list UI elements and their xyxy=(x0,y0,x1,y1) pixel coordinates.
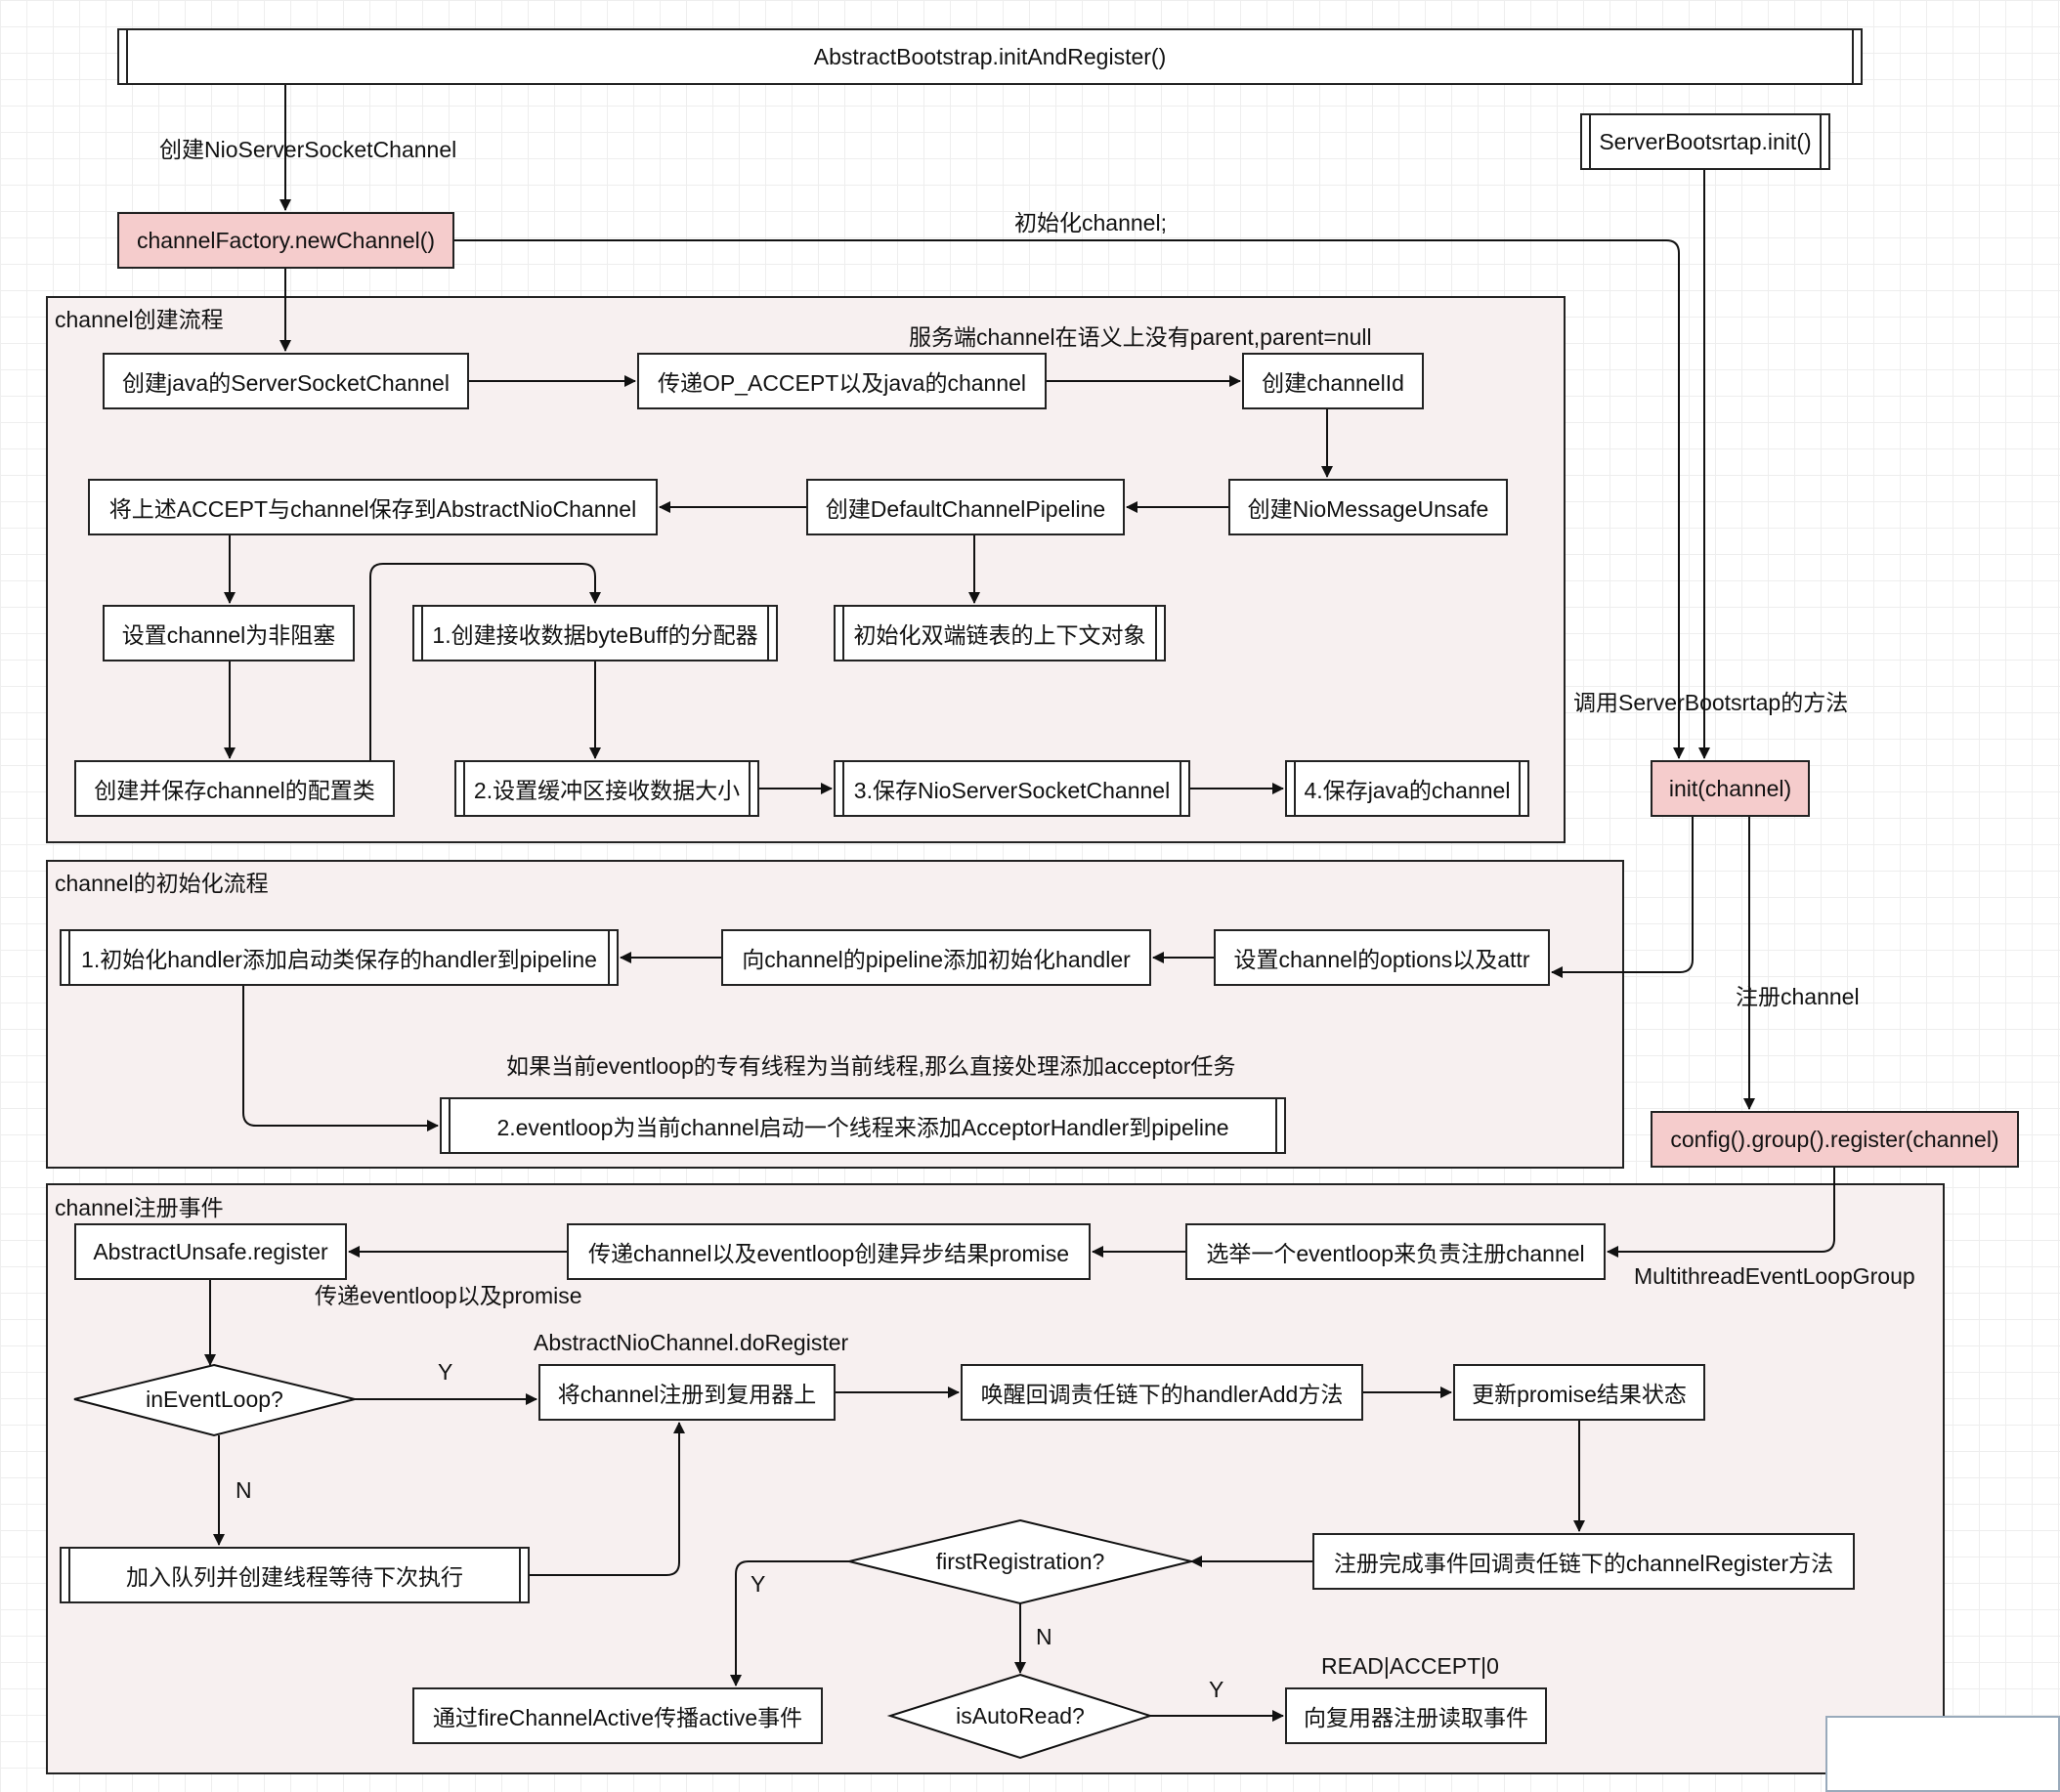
group-title-create: channel创建流程 xyxy=(55,307,224,332)
node-create-java-channel: 创建java的ServerSocketChannel xyxy=(103,353,469,409)
edge-first-fireactive xyxy=(730,1560,849,1686)
diamond-first-registration-label: firstRegistration? xyxy=(935,1548,1105,1574)
label-y-first-registration: Y xyxy=(751,1571,766,1597)
group-channel-register xyxy=(46,1183,1945,1774)
node-create-allocator: 1.创建接收数据byteBuff的分配器 xyxy=(412,605,778,661)
edge-inithandler-eventloop xyxy=(242,986,439,1131)
minimap-thumbnail[interactable] xyxy=(1825,1716,2060,1792)
node-create-config: 创建并保存channel的配置类 xyxy=(74,760,395,817)
node-update-promise: 更新promise结果状态 xyxy=(1453,1364,1705,1421)
node-unsafe-register: AbstractUnsafe.register xyxy=(74,1223,347,1280)
node-init-context: 初始化双端链表的上下文对象 xyxy=(834,605,1166,661)
label-call-bootstrap: 调用ServerBootsrtap的方法 xyxy=(1573,690,1849,715)
label-if-current: 如果当前eventloop的专有线程为当前线程,那么直接处理添加acceptor… xyxy=(506,1053,1236,1079)
edge-initchannel-options xyxy=(1551,817,1694,978)
node-init-handler: 1.初始化handler添加启动类保存的handler到pipeline xyxy=(60,929,619,986)
label-init-channel: 初始化channel; xyxy=(1014,210,1167,235)
node-set-non-blocking: 设置channel为非阻塞 xyxy=(103,605,355,661)
node-fire-active: 通过fireChannelActive传播active事件 xyxy=(412,1687,823,1744)
node-choose-eventloop: 选举一个eventloop来负责注册channel xyxy=(1185,1223,1606,1280)
label-y-in-event-loop: Y xyxy=(438,1359,453,1385)
node-save-nio-channel: 3.保存NioServerSocketChannel xyxy=(834,760,1190,817)
node-pass-promise: 传递channel以及eventloop创建异步结果promise xyxy=(567,1223,1091,1280)
label-pass-eventloop: 传递eventloop以及promise xyxy=(315,1283,582,1308)
node-save-java-channel: 4.保存java的channel xyxy=(1285,760,1529,817)
diamond-is-auto-read xyxy=(886,1673,1154,1760)
node-register-selector: 将channel注册到复用器上 xyxy=(538,1364,836,1421)
label-read-accept: READ|ACCEPT|0 xyxy=(1321,1653,1499,1679)
label-create-nio: 创建NioServerSocketChannel xyxy=(159,137,457,162)
node-init-and-register: AbstractBootstrap.initAndRegister() xyxy=(117,28,1863,85)
label-do-register: AbstractNioChannel.doRegister xyxy=(534,1330,849,1355)
edge-queue-selector xyxy=(530,1422,685,1576)
node-save-accept: 将上述ACCEPT与channel保存到AbstractNioChannel xyxy=(88,479,658,535)
diamond-first-registration xyxy=(848,1518,1192,1605)
edge-config-allocator xyxy=(369,563,601,760)
node-wake-handler-add: 唤醒回调责任链下的handlerAdd方法 xyxy=(961,1364,1363,1421)
label-y-is-auto-read: Y xyxy=(1209,1677,1224,1702)
edge-register-choose xyxy=(1607,1168,1835,1258)
node-pass-op-accept: 传递OP_ACCEPT以及java的channel xyxy=(637,353,1047,409)
node-eventloop-thread: 2.eventloop为当前channel启动一个线程来添加AcceptorHa… xyxy=(440,1097,1286,1154)
diamond-in-event-loop-label: inEventLoop? xyxy=(146,1386,283,1412)
node-add-init-handler: 向channel的pipeline添加初始化handler xyxy=(721,929,1151,986)
node-new-channel: channelFactory.newChannel() xyxy=(117,212,454,269)
node-set-buffer: 2.设置缓冲区接收数据大小 xyxy=(454,760,759,817)
edge-newchannel-initchannel xyxy=(454,239,1685,759)
diamond-in-event-loop xyxy=(73,1363,356,1437)
group-title-init: channel的初始化流程 xyxy=(55,871,269,896)
group-title-register: channel注册事件 xyxy=(55,1195,224,1220)
label-n-first-registration: N xyxy=(1036,1624,1052,1649)
label-multithread: MultithreadEventLoopGroup xyxy=(1634,1263,1915,1289)
node-register-read: 向复用器注册读取事件 xyxy=(1285,1687,1547,1744)
node-queue-thread: 加入队列并创建线程等待下次执行 xyxy=(60,1547,530,1603)
node-create-unsafe: 创建NioMessageUnsafe xyxy=(1228,479,1508,535)
node-set-options: 设置channel的options以及attr xyxy=(1214,929,1550,986)
node-create-pipeline: 创建DefaultChannelPipeline xyxy=(806,479,1125,535)
node-create-channel-id: 创建channelId xyxy=(1242,353,1424,409)
label-n-in-event-loop: N xyxy=(236,1477,252,1503)
node-init-channel: init(channel) xyxy=(1651,760,1810,817)
node-server-bootstrap-init: ServerBootsrtap.init() xyxy=(1580,113,1830,170)
node-register-complete: 注册完成事件回调责任链下的channelRegister方法 xyxy=(1312,1533,1855,1590)
node-register-channel: config().group().register(channel) xyxy=(1651,1111,2019,1168)
diamond-is-auto-read-label: isAutoRead? xyxy=(956,1702,1085,1728)
label-no-parent: 服务端channel在语义上没有parent,parent=null xyxy=(909,324,1372,350)
label-register-channel: 注册channel xyxy=(1736,984,1860,1009)
